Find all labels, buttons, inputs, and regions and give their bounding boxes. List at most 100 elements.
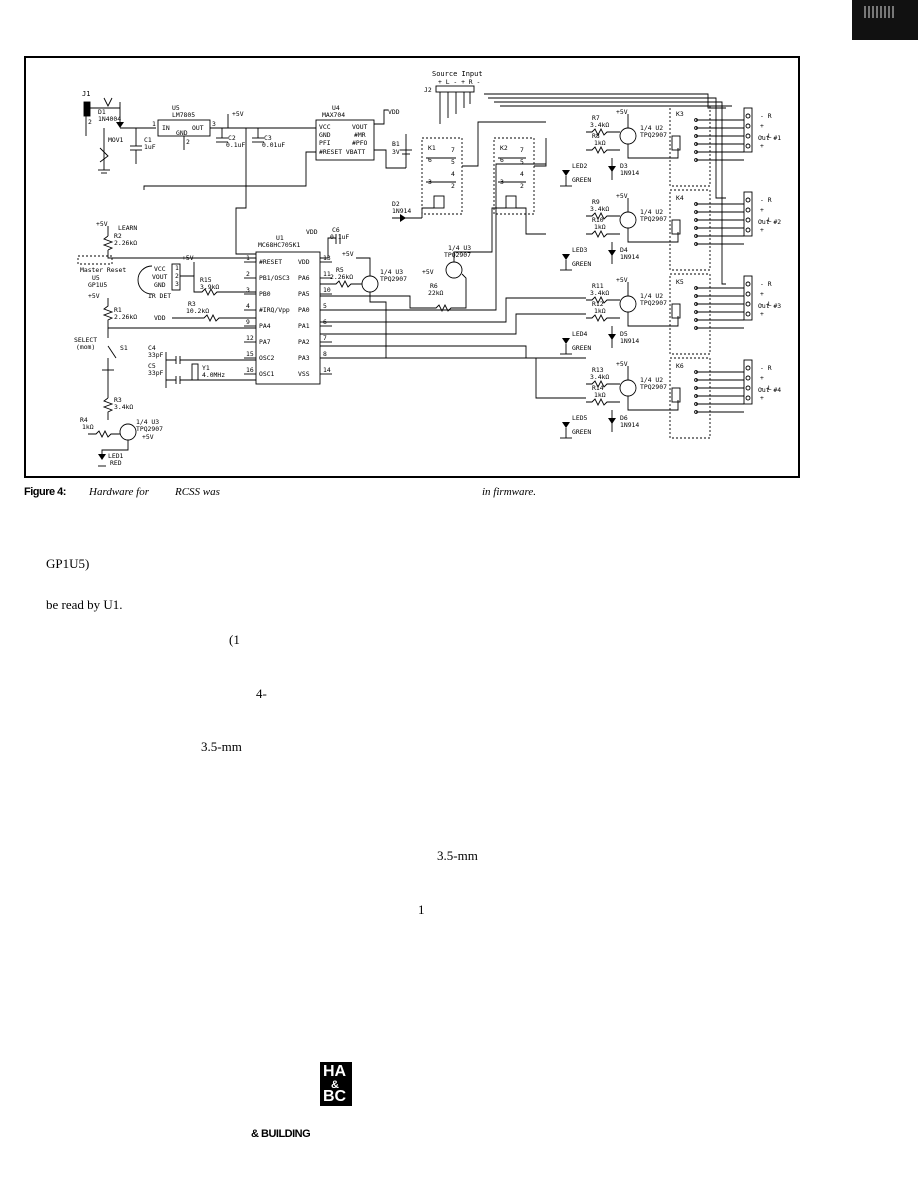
channel-relay-label: K3 [676,110,684,118]
channel-relay-box [669,189,711,271]
channel-led-color: GREEN [572,344,591,352]
u3c-transistor [445,261,463,279]
r1-val: 2.26kΩ [114,313,137,321]
master-reset-label: Master Reset [80,266,126,274]
r15-label: R15 [200,276,212,284]
y1-label: Y1 [202,364,210,372]
b1-val: 3V [392,148,400,156]
j2-label: J2 [424,86,432,94]
u4-mr: #MR [354,131,366,139]
channel-plus5v: +5V [616,192,628,200]
u5-reg-label: U5 [172,104,180,112]
d2-label: D2 [392,200,400,208]
ir-vcc: VCC [154,265,166,273]
channel-output-label: Out #1 [758,134,781,142]
u1-pin-num: 4 [246,302,250,310]
channel-output-label: Out #2 [758,218,781,226]
k2-pin2: 2 [520,182,524,190]
u1-mcu-box [255,251,321,385]
c2-val: 0.1uF [226,141,245,149]
u1-pin-name: VDD [298,258,310,266]
channel-driver-part: TPQ2907 [640,215,667,223]
u1-pin-name: PB0 [259,290,271,298]
vdd-r3: VDD [154,314,166,322]
channel-diode-label: D6 [620,414,628,422]
u3a-type: 1/4 U3 [136,418,159,426]
channel-driver-transistor [619,211,637,229]
c2-label: C2 [228,134,236,142]
ir-detector-icon [137,265,153,295]
u1-pin-name: PA0 [298,306,310,314]
r2-val: 2.26kΩ [114,239,137,247]
u5-out-label: OUT [192,124,204,132]
channel-driver-transistor [619,295,637,313]
k1-pin6: 6 [428,156,432,164]
mov1-icon [99,147,109,163]
d1-type: 1N4004 [98,115,121,123]
body-fragment: GP1U5) [46,556,90,571]
channel-relay-label: K4 [676,194,684,202]
plus5v-u3c: +5V [422,268,434,276]
logo-mid: & [331,1079,339,1091]
r3-pb-val: 10.2kΩ [186,307,209,315]
u1-pin-name: PA6 [298,274,310,282]
channel-relay-box [669,357,711,439]
k1-coil [433,195,445,209]
channel-diode-label: D3 [620,162,628,170]
learn-button[interactable] [77,255,113,265]
channel-rbot-val: 1kΩ [594,307,606,315]
y1-val: 4.0MHz [202,371,225,379]
u1-pin-name: VSS [298,370,310,378]
channel-rbot-val: 1kΩ [594,139,606,147]
u1-pin-name: OSC1 [259,370,275,378]
u1-pin-name: PA1 [298,322,310,330]
channel-rtop-val: 3.4kΩ [590,121,609,129]
output-pin-label: - L [760,132,772,140]
u1-pin-num: 11 [323,270,331,278]
s1-switch[interactable] [107,345,117,359]
u1-pin-name: PA2 [298,338,310,346]
channel-led-label: LED2 [572,162,588,170]
source-pins-label: + L - + R - [438,78,480,86]
channel-led-icon [562,170,570,176]
k2-pin7: 7 [520,146,524,154]
u4-type: MAX704 [322,111,345,119]
c3-label: C3 [264,134,272,142]
u1-pin-num: 2 [246,270,250,278]
led1-label: LED1 [108,452,124,460]
channel-rbot-label: R8 [592,132,600,140]
channel-plus5v: +5V [616,276,628,284]
caption-part2: RCSS was [175,486,220,498]
u1-pin-num: 1 [246,254,250,262]
u1-pin-num: 9 [246,318,250,326]
u3c-type: 1/4 U3 [448,244,471,252]
r4-val: 1kΩ [82,423,94,431]
plus5v-main: +5V [232,110,244,118]
output-pin-label: - L [760,300,772,308]
u1-pin-num: 8 [323,350,327,358]
output-pin-label: + [760,290,764,298]
k1-pin7: 7 [451,146,455,154]
b1-label: B1 [392,140,400,148]
u1-pin-name: PA4 [259,322,271,330]
u1-pin-name: #RESET [259,258,282,266]
body-fragment: 3.5-mm [437,848,478,863]
output-pin-label: + [760,226,764,234]
j2-connector [435,85,475,93]
body-fragment: 4- [256,686,267,701]
r3-val: 3.4kΩ [114,403,133,411]
u3b-transistor [361,275,379,293]
output-pin-label: + [760,206,764,214]
channel-rbot-label: R14 [592,384,604,392]
d2-diode-icon [400,214,406,222]
corner-mark [852,0,918,40]
j1-jack [83,101,91,117]
channel-rbot-label: R10 [592,216,604,224]
body-fragment: 3.5-mm [201,739,242,754]
c6-label: C6 [332,226,340,234]
body-fragment: 1 [418,902,425,917]
output-pin-label: - R [760,196,772,204]
